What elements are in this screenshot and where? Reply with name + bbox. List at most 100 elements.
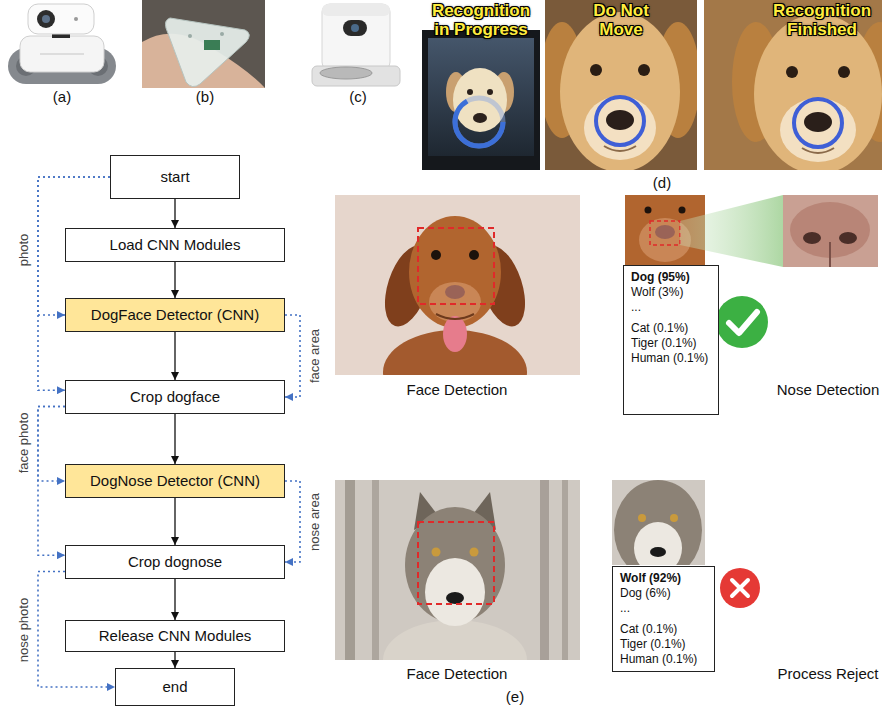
box-label: Release CNN Modules bbox=[99, 627, 252, 646]
class-score: Cat (0.1%) bbox=[620, 622, 677, 637]
panel-letter: (b) bbox=[196, 88, 214, 106]
class-score: Cat (0.1%) bbox=[631, 321, 688, 336]
dog-face-photo-shape bbox=[418, 228, 494, 304]
wolf-face-photo-shape bbox=[446, 592, 464, 604]
dog-nose-crop-shape bbox=[783, 195, 878, 267]
class-score: ... bbox=[631, 300, 641, 315]
class-score: Dog (6%) bbox=[620, 586, 671, 601]
data-flow-arrow bbox=[38, 407, 65, 556]
wolf-face-crop-shape bbox=[634, 522, 682, 565]
wolf-face-crop-shape bbox=[670, 514, 678, 522]
step-caption: Face Detection bbox=[407, 665, 508, 683]
data-flow-arrow bbox=[38, 407, 65, 481]
pet-feeder-photo-shape bbox=[343, 20, 367, 36]
process-box: Crop dognose bbox=[65, 545, 285, 579]
flow-arrow bbox=[174, 498, 175, 545]
dog-face-photo-shape bbox=[469, 250, 479, 260]
tracker-device-photo-shape bbox=[142, 0, 265, 88]
pet-feeder-photo bbox=[312, 4, 400, 86]
recognition-screen-photo bbox=[422, 30, 540, 170]
panel-letter: (e) bbox=[506, 688, 524, 706]
dog-face-crop-shape bbox=[679, 207, 686, 214]
pet-feeder-photo-shape bbox=[320, 67, 372, 79]
flow-arrow bbox=[174, 652, 175, 668]
box-label: start bbox=[160, 168, 189, 187]
tracker-device-photo-shape bbox=[166, 18, 250, 87]
detector-box: DogNose Detector (CNN) bbox=[65, 464, 285, 498]
class-score: Tiger (0.1%) bbox=[620, 637, 686, 652]
accept-check-icon-shape bbox=[729, 312, 757, 333]
process-box: Release CNN Modules bbox=[65, 620, 285, 652]
wolf-face-crop-shape bbox=[650, 547, 666, 557]
box-label: Load CNN Modules bbox=[110, 236, 241, 255]
wolf-face-photo-shape bbox=[470, 548, 479, 557]
tracker-device-photo bbox=[142, 0, 265, 88]
robot-photo bbox=[8, 4, 116, 84]
dog-face-photo-shape bbox=[443, 316, 467, 352]
class-score-box: Wolf (92%)Dog (6%)...Cat (0.1%)Tiger (0.… bbox=[612, 566, 715, 672]
class-score: Wolf (3%) bbox=[631, 285, 683, 300]
robot-photo-shape bbox=[74, 17, 78, 21]
dog-nose-photo-shape bbox=[754, 14, 882, 170]
dog-nose-photo bbox=[704, 0, 882, 170]
dog-nose-photo-shape bbox=[786, 66, 798, 78]
dog-face-photo-shape bbox=[335, 195, 580, 375]
pet-feeder-photo-shape bbox=[322, 4, 390, 70]
panel-letter: (c) bbox=[349, 88, 367, 106]
status-caption: Do Not Move bbox=[571, 2, 671, 39]
dog-nose-photo bbox=[545, 0, 697, 170]
panel-letter: (d) bbox=[653, 174, 671, 192]
reject-cross-icon bbox=[720, 568, 760, 608]
dog-nose-crop-shape bbox=[839, 232, 857, 244]
dog-face-photo-shape bbox=[445, 285, 465, 299]
box-label: DogFace Detector (CNN) bbox=[91, 306, 259, 325]
dog-nose-crop-shape bbox=[829, 242, 831, 267]
dog-nose-crop bbox=[783, 195, 878, 267]
recognition-screen-photo-shape bbox=[455, 98, 503, 146]
data-flow-arrow bbox=[285, 315, 300, 397]
edge-label: nose area bbox=[308, 491, 323, 553]
process-box: Crop dogface bbox=[65, 380, 285, 414]
wolf-face-photo-shape bbox=[562, 480, 568, 660]
class-score: Tiger (0.1%) bbox=[631, 336, 697, 351]
terminal-box: end bbox=[115, 668, 235, 706]
wolf-face-photo bbox=[335, 480, 580, 660]
wolf-face-photo-shape bbox=[345, 480, 355, 660]
edge-label: photo bbox=[17, 232, 32, 269]
box-label: Crop dogface bbox=[130, 388, 220, 407]
panel-letter: (a) bbox=[53, 88, 71, 106]
accept-check-icon-shape bbox=[716, 296, 768, 348]
dog-nose-photo-shape bbox=[638, 64, 650, 76]
recognition-screen-photo-shape bbox=[455, 98, 503, 146]
flow-arrow bbox=[174, 579, 175, 620]
tracker-device-photo-shape bbox=[220, 32, 224, 36]
reject-cross-icon-shape bbox=[720, 568, 760, 608]
reject-cross-icon-shape bbox=[732, 580, 748, 596]
wolf-face-photo-shape bbox=[425, 558, 485, 626]
pet-feeder-photo-shape bbox=[351, 24, 359, 32]
data-flow-arrow bbox=[285, 481, 300, 562]
accept-check-icon bbox=[716, 296, 768, 348]
detector-box: DogFace Detector (CNN) bbox=[65, 298, 285, 332]
dog-face-crop-shape bbox=[650, 221, 680, 245]
dog-face-photo bbox=[335, 195, 580, 375]
wolf-face-crop-shape bbox=[614, 480, 702, 565]
recognition-screen-photo-shape bbox=[467, 89, 473, 95]
recognition-screen-photo-shape bbox=[428, 38, 534, 156]
dog-nose-photo-shape bbox=[794, 99, 842, 147]
dog-face-crop-shape bbox=[655, 225, 675, 239]
dog-nose-photo-shape bbox=[804, 112, 832, 132]
dog-nose-photo-shape bbox=[584, 96, 656, 160]
class-score: Human (0.1%) bbox=[620, 652, 697, 667]
dog-face-crop-shape bbox=[645, 207, 652, 214]
class-score-box: Dog (95%)Wolf (3%)...Cat (0.1%)Tiger (0.… bbox=[623, 265, 719, 415]
flow-arrow bbox=[174, 199, 175, 228]
wolf-face-photo-shape bbox=[432, 548, 441, 557]
status-caption: Recognition Finished bbox=[769, 2, 875, 39]
